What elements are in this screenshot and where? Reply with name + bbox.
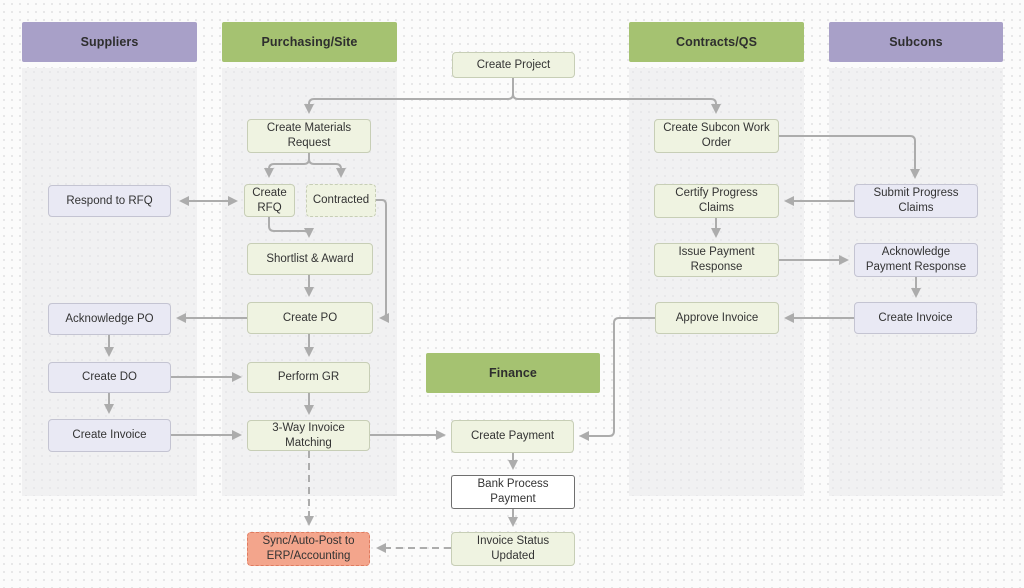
lane-header-suppliers[interactable]: Suppliers	[22, 22, 197, 62]
node-contracted[interactable]: Contracted	[306, 184, 376, 217]
node-shortlist-award[interactable]: Shortlist & Award	[247, 243, 373, 275]
node-submit-progress-claims[interactable]: Submit Progress Claims	[854, 184, 978, 218]
lane-subcons-background	[829, 68, 1003, 496]
node-create-materials-request[interactable]: Create Materials Request	[247, 119, 371, 153]
node-respond-to-rfq[interactable]: Respond to RFQ	[48, 185, 171, 217]
node-sync-autopost-erp[interactable]: Sync/Auto-Post to ERP/Accounting	[247, 532, 370, 566]
node-create-do[interactable]: Create DO	[48, 362, 171, 393]
lane-header-finance[interactable]: Finance	[426, 353, 600, 393]
node-create-payment[interactable]: Create Payment	[451, 420, 574, 453]
node-bank-process-payment[interactable]: Bank Process Payment	[451, 475, 575, 509]
node-create-rfq[interactable]: Create RFQ	[244, 184, 295, 217]
node-three-way-invoice-matching[interactable]: 3-Way Invoice Matching	[247, 420, 370, 451]
lane-header-purchasing[interactable]: Purchasing/Site	[222, 22, 397, 62]
node-acknowledge-po[interactable]: Acknowledge PO	[48, 303, 171, 335]
node-create-po[interactable]: Create PO	[247, 302, 373, 334]
lane-header-contracts[interactable]: Contracts/QS	[629, 22, 804, 62]
node-create-invoice-subcon[interactable]: Create Invoice	[854, 302, 977, 334]
node-create-subcon-work-order[interactable]: Create Subcon Work Order	[654, 119, 779, 153]
node-invoice-status-updated[interactable]: Invoice Status Updated	[451, 532, 575, 566]
node-create-project[interactable]: Create Project	[452, 52, 575, 78]
node-issue-payment-response[interactable]: Issue Payment Response	[654, 243, 779, 277]
node-create-invoice-supplier[interactable]: Create Invoice	[48, 419, 171, 452]
node-approve-invoice[interactable]: Approve Invoice	[655, 302, 779, 334]
node-acknowledge-payment-response[interactable]: Acknowledge Payment Response	[854, 243, 978, 277]
lane-header-subcons[interactable]: Subcons	[829, 22, 1003, 62]
node-perform-gr[interactable]: Perform GR	[247, 362, 370, 393]
node-certify-progress-claims[interactable]: Certify Progress Claims	[654, 184, 779, 218]
